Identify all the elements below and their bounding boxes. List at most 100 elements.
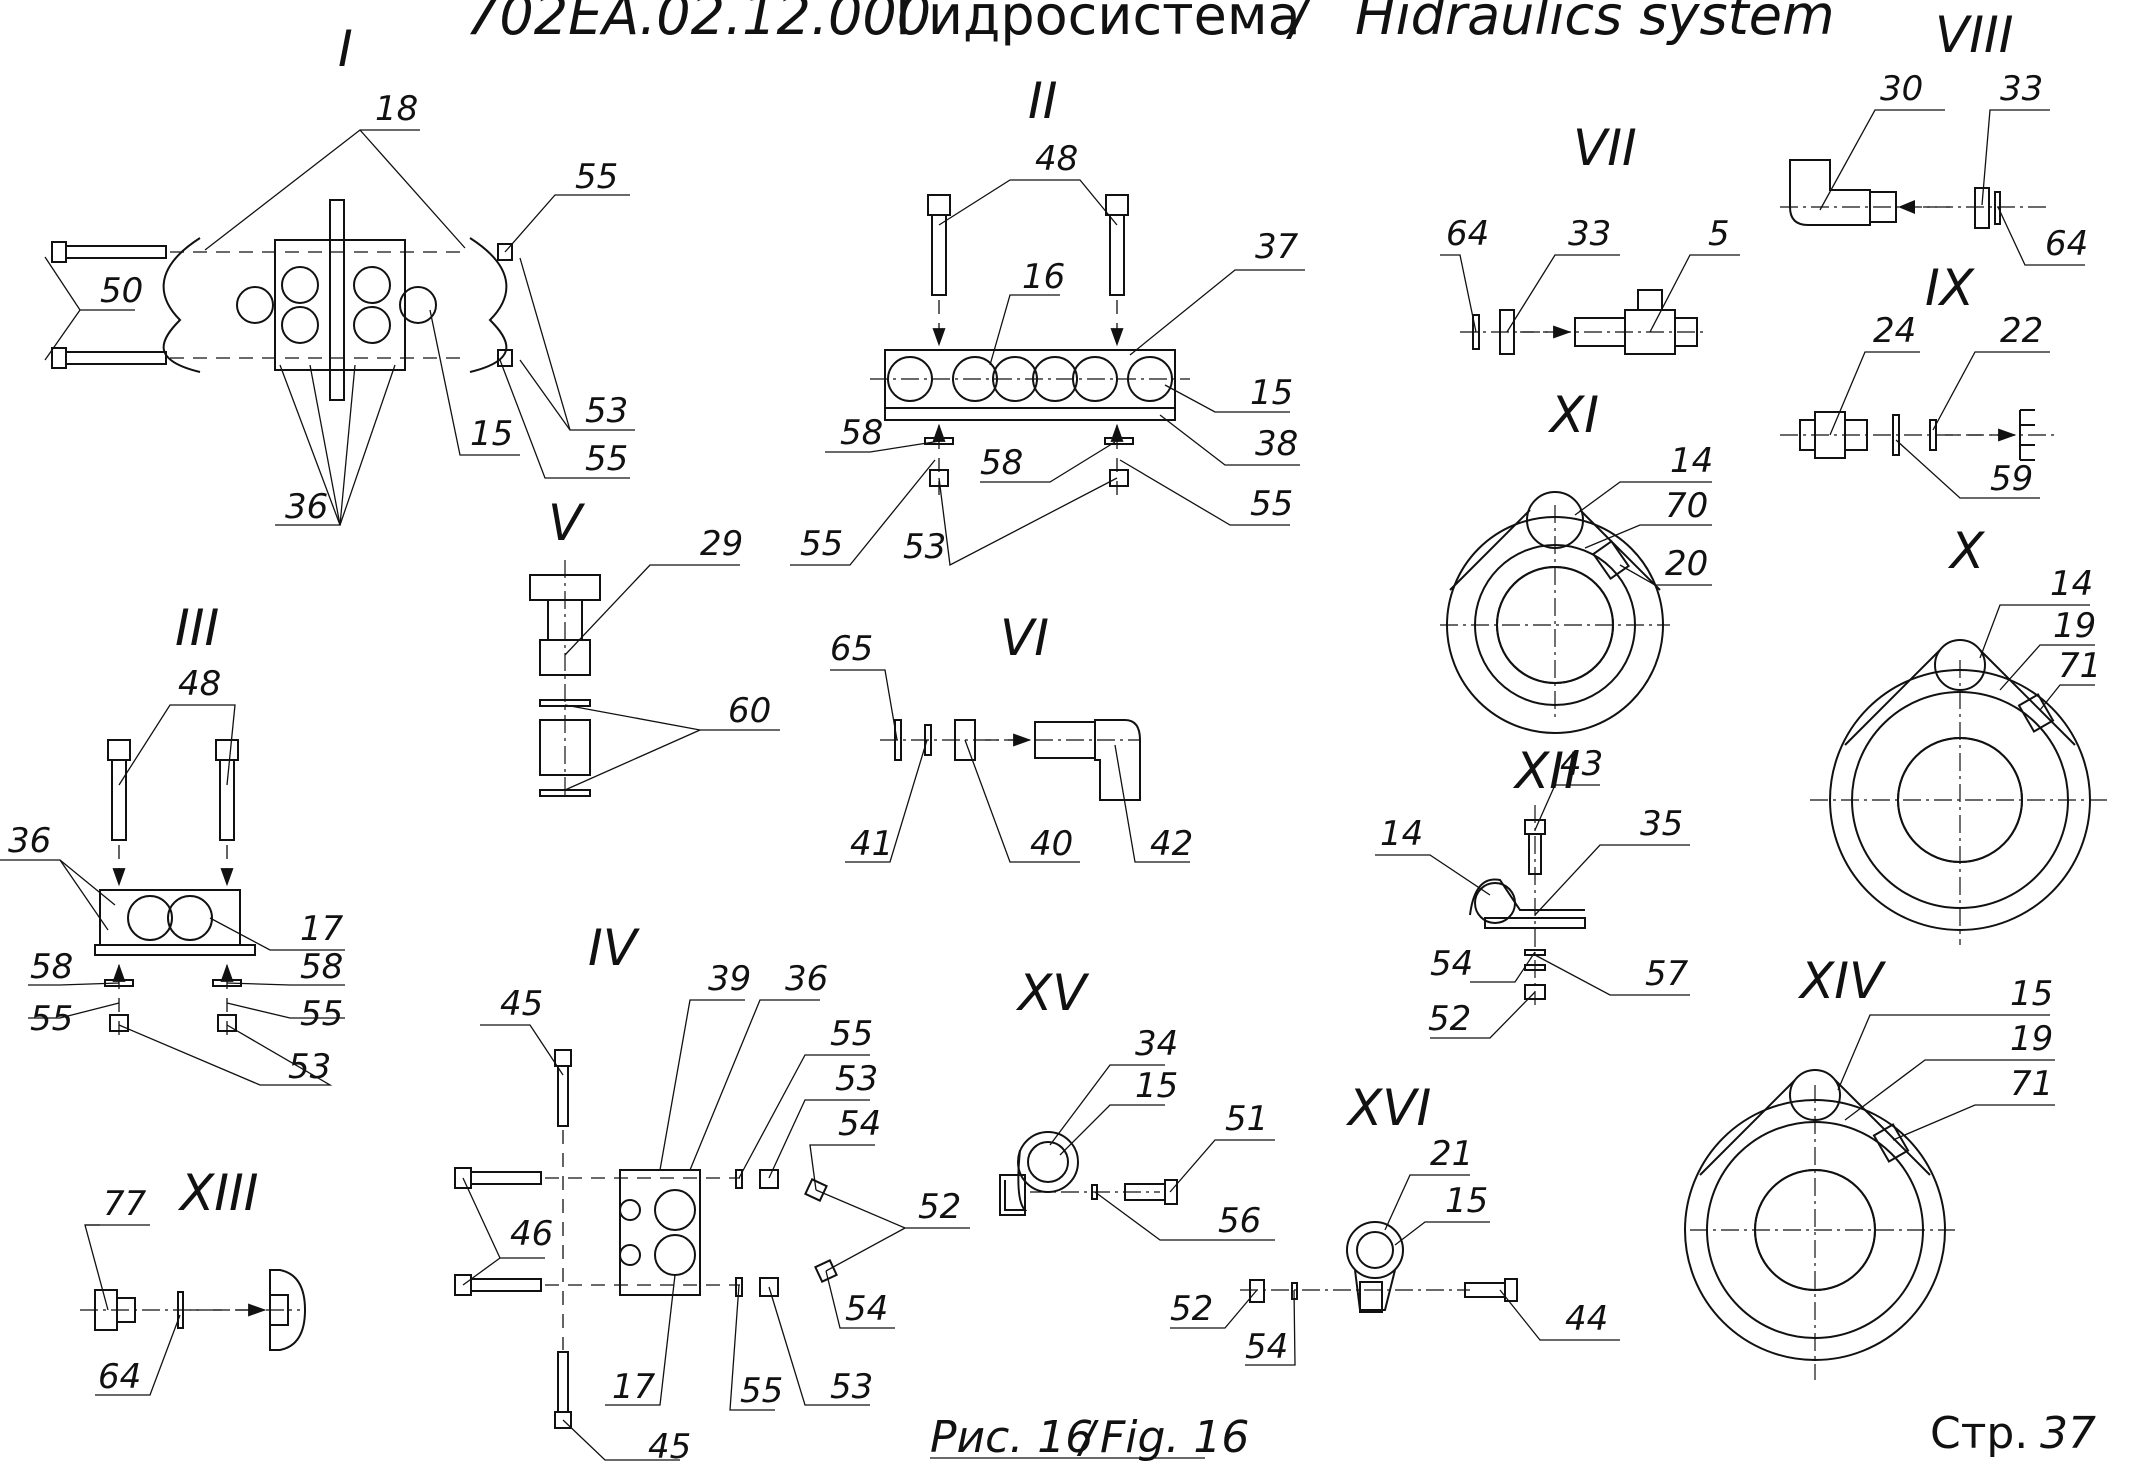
callout-14: 14 — [2050, 564, 2093, 604]
callout-54: 54 — [845, 1289, 888, 1329]
callout-19: 19 — [2010, 1019, 2053, 1059]
callout-65: 65 — [830, 629, 873, 669]
caption-separator: / — [1076, 1412, 1099, 1462]
view-label: IV — [588, 919, 641, 977]
callout-14: 14 — [1380, 814, 1423, 854]
view-V: V 29 60 — [529, 494, 780, 800]
view-label: II — [1028, 72, 1058, 130]
caption-en: Fig. 16 — [1100, 1412, 1249, 1462]
nut-40 — [954, 719, 976, 761]
callout-36: 36 — [785, 959, 828, 999]
callout-17: 17 — [612, 1367, 656, 1407]
view-VII: VII 64 33 5 — [1440, 119, 1740, 355]
callout-55: 55 — [30, 999, 73, 1039]
callout-54: 54 — [1430, 944, 1473, 984]
callout-56: 56 — [1218, 1201, 1261, 1241]
page-number-value: 37 — [2040, 1408, 2096, 1459]
clamp-18-right — [469, 237, 508, 373]
view-X: X 14 19 71 — [1810, 522, 2110, 945]
callout-71: 71 — [2058, 646, 2101, 686]
callout-22: 22 — [2000, 311, 2043, 351]
washer-22 — [1929, 419, 1937, 451]
callout-21: 21 — [1430, 1134, 1473, 1174]
bolt-45-top — [554, 1049, 572, 1067]
callout-45: 45 — [648, 1427, 691, 1462]
view-I: I 50 18 55 53 — [44, 20, 635, 527]
mount-plate — [329, 199, 345, 401]
callout-54: 54 — [838, 1104, 881, 1144]
callout-52: 52 — [1428, 999, 1471, 1039]
view-IX: IX 24 22 59 — [1780, 259, 2055, 499]
callout-39: 39 — [708, 959, 751, 999]
callout-46: 46 — [510, 1214, 553, 1254]
callout-42: 42 — [1150, 824, 1193, 864]
clamp-18-left — [162, 237, 201, 373]
callout-55: 55 — [575, 157, 618, 197]
callout-24: 24 — [1873, 311, 1916, 351]
callout-45: 45 — [500, 984, 543, 1024]
callout-5: 5 — [1708, 214, 1730, 254]
nut-33 — [1974, 187, 1990, 229]
view-XIII: XIII 77 64 — [80, 1164, 307, 1397]
view-label: VI — [1000, 609, 1049, 667]
page-label: Стр. — [1930, 1408, 2028, 1459]
screw-71 — [1872, 1123, 1910, 1163]
view-label: XV — [1015, 964, 1090, 1022]
callout-14: 14 — [1670, 441, 1713, 481]
callout-58: 58 — [300, 947, 343, 987]
callout-52: 52 — [1170, 1289, 1213, 1329]
view-label: X — [1947, 522, 1986, 580]
bolt-50-top — [51, 241, 167, 263]
port-housing — [269, 1269, 307, 1351]
callout-35: 35 — [1640, 804, 1683, 844]
view-label: VIII — [1935, 6, 2013, 64]
nut-33 — [1499, 309, 1515, 355]
view-XIV: XIV 15 19 71 — [1684, 952, 2055, 1380]
block-39 — [619, 1169, 701, 1296]
callout-29: 29 — [700, 524, 743, 564]
view-XII: XII 43 14 35 54 57 52 — [1375, 742, 1690, 1039]
clip-34 — [1004, 1149, 1028, 1211]
callout-17: 17 — [300, 909, 344, 949]
view-label: XIV — [1797, 952, 1887, 1010]
view-label: IX — [1925, 259, 1976, 317]
callout-15: 15 — [1250, 373, 1293, 413]
view-label: XII — [1512, 742, 1579, 800]
callout-53: 53 — [585, 391, 628, 431]
callout-51: 51 — [1225, 1099, 1268, 1139]
washer-56 — [1091, 1184, 1098, 1200]
view-II: II 48 37 16 15 58 — [790, 72, 1305, 567]
callout-71: 71 — [2010, 1064, 2053, 1104]
nut-52 — [1249, 1279, 1265, 1303]
callout-64: 64 — [98, 1357, 141, 1397]
callout-55: 55 — [585, 439, 628, 479]
nut-53 — [759, 1169, 779, 1189]
caption-ru: Рис. 16 — [930, 1412, 1093, 1462]
callout-33: 33 — [2000, 69, 2043, 109]
callout-36: 36 — [285, 487, 328, 527]
bolt-44 — [1464, 1282, 1506, 1298]
callout-55: 55 — [1250, 484, 1293, 524]
washer-59 — [1892, 414, 1900, 456]
callout-36: 36 — [8, 821, 51, 861]
callout-20: 20 — [1665, 544, 1708, 584]
title-separator: / — [1286, 0, 1314, 47]
drawing-code: 702ЕА.02.12.000 — [465, 0, 931, 47]
view-IV: IV 45 39 36 55 53 54 4 — [454, 919, 970, 1462]
callout-15: 15 — [1135, 1066, 1178, 1106]
plate-38 — [884, 407, 1176, 421]
callout-41: 41 — [850, 824, 893, 864]
callout-30: 30 — [1880, 69, 1923, 109]
callout-57: 57 — [1645, 954, 1689, 994]
callout-58: 58 — [30, 947, 73, 987]
callout-50: 50 — [100, 271, 143, 311]
clamp-36 — [99, 889, 241, 946]
callout-64: 64 — [2045, 224, 2088, 264]
callout-44: 44 — [1565, 1299, 1608, 1339]
screw-20 — [1591, 540, 1631, 580]
clip-35 — [1469, 878, 1585, 916]
view-label: III — [175, 599, 219, 657]
view-label: XIII — [177, 1164, 259, 1222]
view-label: XI — [1547, 386, 1599, 444]
